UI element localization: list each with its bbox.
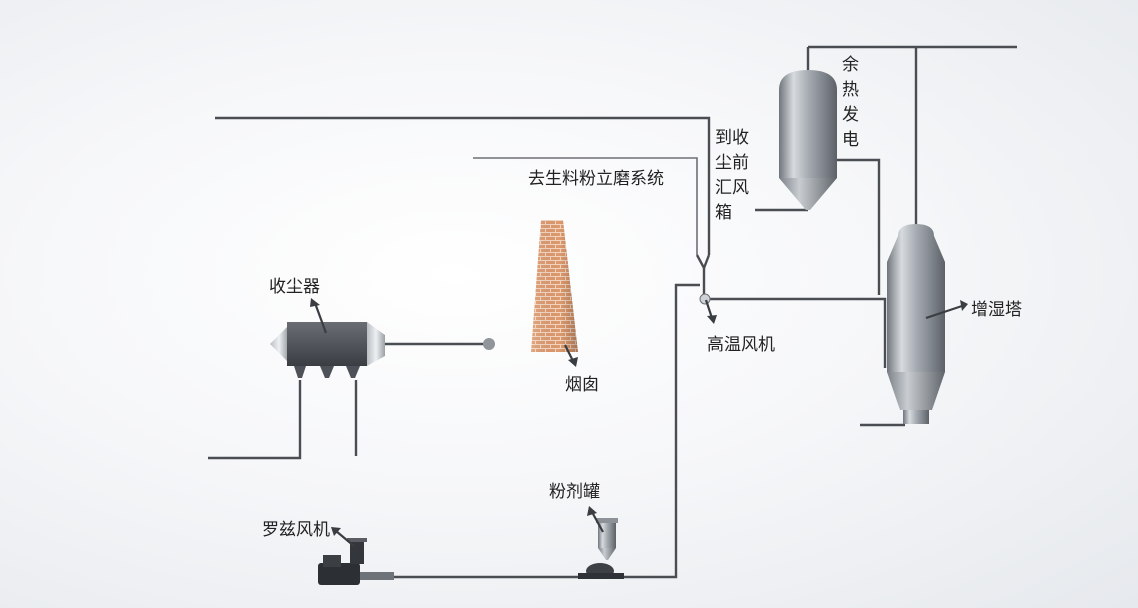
pipe-network	[208, 45, 1017, 579]
label-to-dust-box-1: 到收	[715, 128, 749, 148]
dust-collector[interactable]	[270, 322, 385, 378]
label-roots-blower: 罗兹风机	[262, 520, 330, 540]
pipe-raw-mill	[473, 157, 698, 255]
pipe-y-junction	[695, 254, 711, 271]
roots-blower[interactable]	[318, 538, 394, 585]
label-powder-tank: 粉剂罐	[549, 482, 600, 502]
label-waste-heat-3: 发	[842, 105, 859, 125]
label-chimney: 烟囱	[565, 375, 599, 395]
pipe-waste-heat-outlet	[836, 158, 881, 295]
label-dust-collector: 收尘器	[269, 277, 320, 297]
high-temp-fan[interactable]	[699, 293, 711, 305]
label-waste-heat-1: 余	[842, 55, 859, 75]
label-waste-heat-4: 电	[842, 130, 859, 150]
pipe-conveying-line	[360, 283, 700, 579]
label-to-dust-box-3: 汇风	[715, 178, 749, 198]
label-to-dust-box-2: 尘前	[715, 153, 749, 173]
humidifier-tower[interactable]	[887, 224, 945, 424]
waste-heat-boiler[interactable]	[779, 70, 837, 210]
pipe-collector-leg-left	[208, 380, 302, 460]
powder-tank[interactable]	[578, 518, 624, 579]
chimney[interactable]	[483, 220, 578, 352]
labels: 收尘器 烟囱 去生料粉立磨系统 到收 尘前 汇风 箱 余 热 发 电 高温风机 …	[262, 55, 1022, 540]
pipe-to-dust-box	[215, 116, 711, 255]
label-high-temp-fan: 高温风机	[707, 335, 775, 355]
label-to-dust-box-4: 箱	[715, 203, 732, 223]
pipe-fan-to-tower	[706, 297, 887, 368]
label-humidifier-tower: 增湿塔	[971, 300, 1022, 320]
leader-arrows	[310, 298, 968, 547]
label-raw-mill: 去生料粉立磨系统	[528, 169, 664, 189]
label-waste-heat-2: 热	[842, 80, 859, 100]
